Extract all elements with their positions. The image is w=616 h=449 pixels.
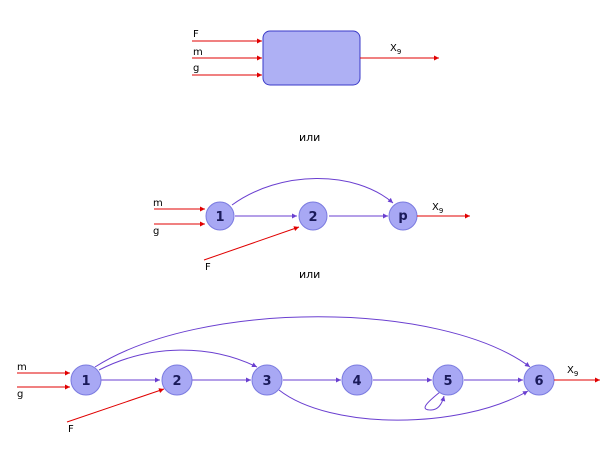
- d3-node-2-label: 2: [172, 374, 181, 389]
- input-label-g: g: [193, 63, 199, 74]
- system-block: [262, 30, 361, 86]
- d3-output-label-sub: 9: [574, 370, 578, 378]
- d2-input-label-m: m: [153, 198, 163, 209]
- input-label-f: F: [193, 29, 199, 40]
- d3-edge-5-loop: [424, 391, 446, 411]
- d3-node-5: [432, 364, 464, 396]
- d3-node-4: [341, 364, 373, 396]
- output-label: X9: [390, 43, 401, 56]
- input-label-m: m: [193, 47, 203, 58]
- d3-edge-1-3: [98, 349, 258, 371]
- separator-1: или: [299, 131, 320, 144]
- d3-input-label-g: g: [17, 389, 23, 400]
- d3-node-5-label: 5: [443, 374, 452, 389]
- d3-node-1: [70, 364, 102, 396]
- d2-node-1-label: 1: [215, 210, 224, 225]
- d3-node-4-label: 4: [352, 374, 361, 389]
- d2-input-label-g: g: [153, 226, 159, 237]
- output-label-base: X: [390, 43, 397, 54]
- d2-node-2: [298, 201, 328, 231]
- d2-input-arrow-f: [203, 226, 300, 261]
- d3-output-label: X9: [567, 365, 578, 378]
- d2-output-label-sub: 9: [439, 207, 443, 215]
- diagram-3: m g F 1 2 3 4 5 6 X9: [17, 316, 600, 435]
- d2-node-1: [205, 201, 235, 231]
- d2-output-label-base: X: [432, 202, 439, 213]
- separator-2: или: [299, 268, 320, 281]
- d3-node-1-label: 1: [81, 374, 90, 389]
- d3-input-label-f: F: [68, 424, 74, 435]
- d3-edge-1-6: [94, 316, 531, 368]
- output-label-sub: 9: [397, 48, 401, 56]
- d2-input-label-f: F: [205, 262, 211, 273]
- d3-edge-3-6: [278, 389, 529, 421]
- diagram-2: m g F 1 2 p X9: [153, 178, 470, 273]
- d3-input-arrow-f: [66, 388, 165, 423]
- d3-node-2: [161, 364, 193, 396]
- d3-input-label-m: m: [17, 362, 27, 373]
- d3-output-label-base: X: [567, 365, 574, 376]
- d2-node-2-label: 2: [308, 210, 317, 225]
- d2-edge-1-p: [231, 178, 394, 206]
- d3-node-6-label: 6: [534, 374, 543, 389]
- d3-node-3-label: 3: [262, 374, 271, 389]
- d2-node-p-label: p: [398, 209, 407, 224]
- d2-output-label: X9: [432, 202, 443, 215]
- d3-node-3: [251, 364, 283, 396]
- diagram-1: F m g X9: [192, 29, 439, 86]
